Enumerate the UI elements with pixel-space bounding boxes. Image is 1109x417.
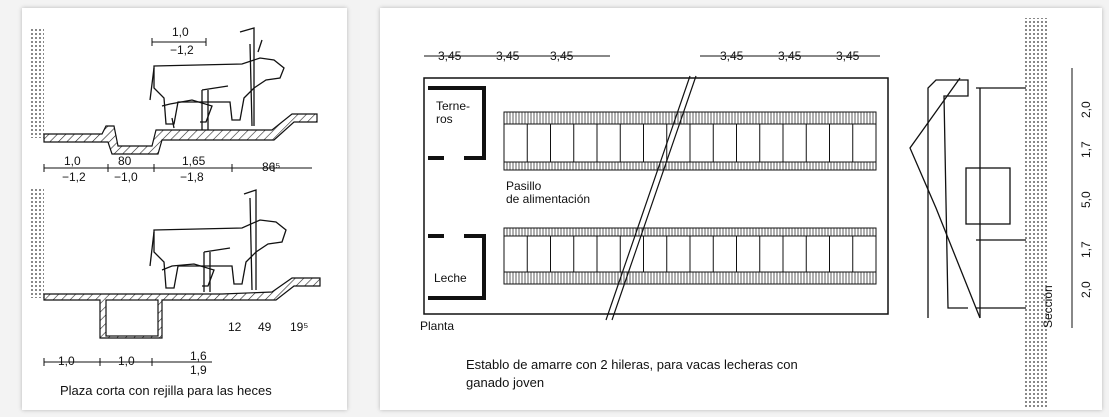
barn-plan-drawing: [423, 18, 1073, 408]
plan-label: Planta: [420, 319, 455, 333]
break-line-2: [611, 75, 697, 321]
plan-dim-6: 3,45: [836, 49, 860, 63]
row2-dim-2: 49: [258, 320, 272, 334]
cow-figure-bottom: [149, 189, 287, 292]
room-leche-walls: [428, 234, 486, 300]
row3-dim-3: 1,6: [190, 349, 207, 363]
stall-detail-panel: 1,0 −1,2 1,0 −1,2 80 −1,0 1,65 −1,8 86⁵ …: [22, 8, 347, 410]
section-wall-right: [1024, 18, 1048, 408]
wall-left-top: [30, 28, 44, 138]
section-dim-1: 2,0: [1079, 281, 1093, 298]
floor-profile-bottom: [43, 277, 321, 339]
feeding-aisle-label: Pasillo de alimentación: [506, 179, 591, 206]
plan-dim-5: 3,45: [778, 49, 802, 63]
right-caption-line-2: ganado joven: [466, 375, 545, 390]
section-dim-2: 1,7: [1079, 241, 1093, 258]
row1-dim-6: −1,8: [180, 170, 204, 184]
section-dim-3: 5,0: [1079, 191, 1093, 208]
right-caption-line-1: Establo de amarre con 2 hileras, para va…: [466, 357, 798, 372]
dimension-lines-left: [43, 38, 312, 366]
plan-outline: [423, 77, 889, 315]
section-drawing: [909, 77, 1026, 319]
top-dim-upper: 1,0: [172, 25, 189, 39]
room-leche-label: Leche: [434, 271, 467, 285]
plan-dim-4: 3,45: [720, 49, 744, 63]
row1-dim-4: −1,0: [114, 170, 138, 184]
row1-dim-7: 86⁵: [262, 160, 281, 174]
section-label: Sección: [1041, 285, 1055, 328]
row2-dim-1: 12: [228, 320, 242, 334]
section-dim-5: 2,0: [1079, 101, 1093, 118]
row3-dim-1: 1,0: [58, 354, 75, 368]
row2-dim-3: 19⁵: [290, 320, 309, 334]
row1-dim-2: −1,2: [62, 170, 86, 184]
plan-dim-2: 3,45: [496, 49, 520, 63]
break-line-1: [605, 75, 691, 321]
row1-dim-5: 1,65: [182, 154, 206, 168]
stall-section-drawings: [30, 27, 321, 366]
row3-dim-2: 1,0: [118, 354, 135, 368]
row3-dim-4: 1,9: [190, 363, 207, 377]
stall-dividers: [503, 124, 877, 272]
row1-dim-1: 1,0: [64, 154, 81, 168]
cow-figure-top: [149, 27, 285, 130]
row1-dim-3: 80: [118, 154, 132, 168]
section-dim-4: 1,7: [1079, 141, 1093, 158]
manure-channel: [105, 299, 159, 337]
top-dim-lower: −1,2: [170, 43, 194, 57]
left-caption: Plaza corta con rejilla para las heces: [60, 383, 272, 398]
floor-profile-top: [43, 113, 318, 155]
barn-plan-panel: 3,45 3,45 3,45 3,45 3,45 3,45 Terne- ros…: [380, 8, 1102, 410]
room-terneros-label: Terne- ros: [436, 99, 471, 126]
plan-dim-1: 3,45: [438, 49, 462, 63]
plan-dim-3: 3,45: [550, 49, 574, 63]
room-terneros-walls: [428, 86, 486, 160]
wall-left-bottom: [30, 188, 44, 298]
